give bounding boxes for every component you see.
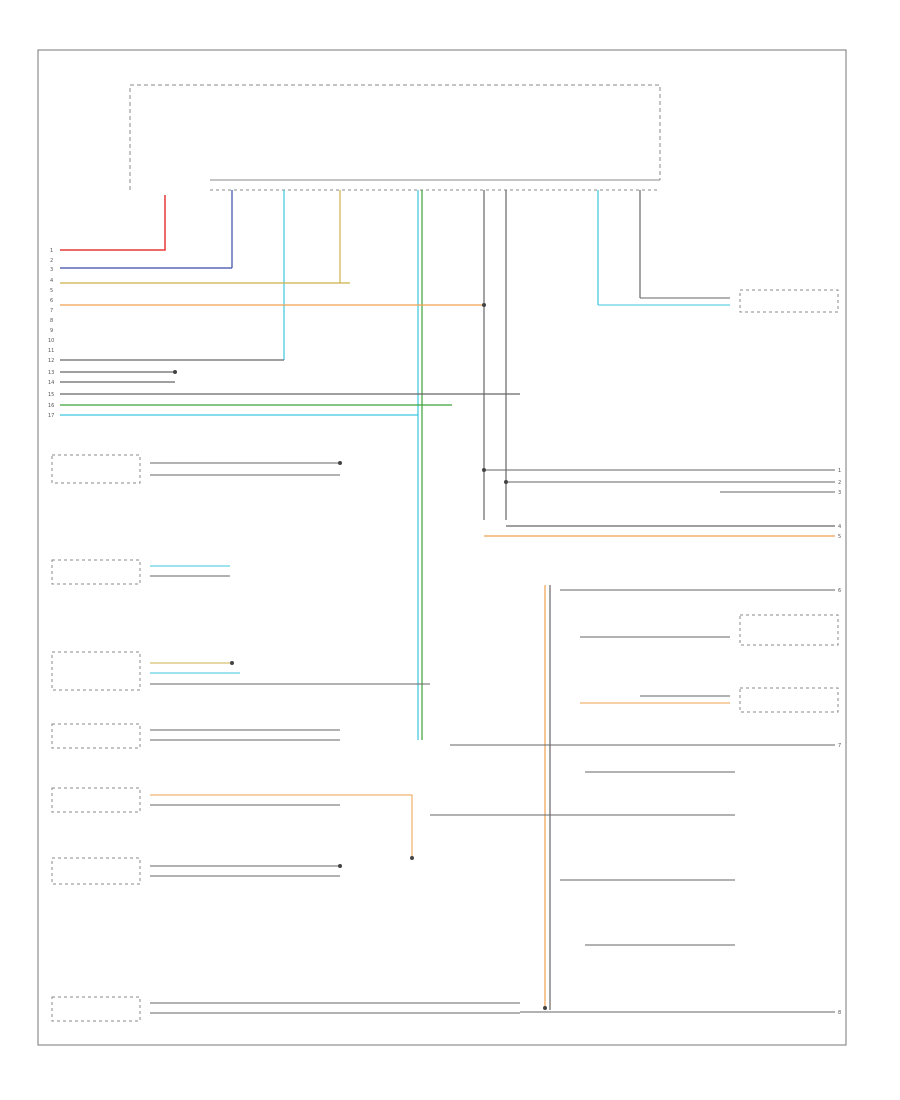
right-pin-5: 5 <box>838 534 841 540</box>
pin-5: 5 <box>50 288 53 294</box>
pin-9: 9 <box>50 328 53 334</box>
top-harness <box>129 84 661 191</box>
right-pin-3: 3 <box>838 490 841 496</box>
splice-points <box>173 303 547 1010</box>
module-box-6 <box>51 857 141 885</box>
right-connector-pins: 1 2 3 4 5 6 7 8 <box>838 468 841 1016</box>
pin-8: 8 <box>50 318 53 324</box>
module-box-5 <box>51 787 141 813</box>
pin-13: 13 <box>48 370 54 376</box>
module-box-7 <box>51 996 141 1022</box>
pin-3: 3 <box>50 267 53 273</box>
pin-15: 15 <box>48 392 54 398</box>
left-harness-wires <box>60 267 835 537</box>
pin-10: 10 <box>48 338 54 344</box>
right-pin-1: 1 <box>838 468 841 474</box>
pin-2: 2 <box>50 258 53 264</box>
module-box-2 <box>51 559 141 585</box>
right-pin-4: 4 <box>838 524 841 530</box>
module-box-right-3 <box>739 687 839 713</box>
drop-wires <box>231 190 641 1010</box>
pin-12: 12 <box>48 358 54 364</box>
right-pin-8: 8 <box>838 1010 841 1016</box>
left-connector-pins: 1 2 3 4 5 6 7 8 9 10 11 12 13 14 15 16 1… <box>48 248 54 419</box>
red-power-wire <box>60 195 166 251</box>
pin-14: 14 <box>48 380 54 386</box>
pin-17: 17 <box>48 413 54 419</box>
module-box-right-2 <box>739 614 839 646</box>
right-pin-2: 2 <box>838 480 841 486</box>
module-box-3 <box>51 651 141 691</box>
lower-left-wires <box>150 462 520 1014</box>
module-boxes <box>51 289 839 1022</box>
pin-16: 16 <box>48 403 54 409</box>
pin-4: 4 <box>50 278 53 284</box>
diagram-border <box>37 49 847 1046</box>
module-box-1 <box>51 454 141 484</box>
pin-11: 11 <box>48 348 54 354</box>
module-box-right-1 <box>739 289 839 313</box>
right-module-wires <box>430 297 835 1013</box>
module-box-4 <box>51 723 141 749</box>
pin-7: 7 <box>50 308 53 314</box>
right-pin-7: 7 <box>838 743 841 749</box>
pin-1: 1 <box>50 248 53 254</box>
right-pin-6: 6 <box>838 588 841 594</box>
pin-6: 6 <box>50 298 53 304</box>
